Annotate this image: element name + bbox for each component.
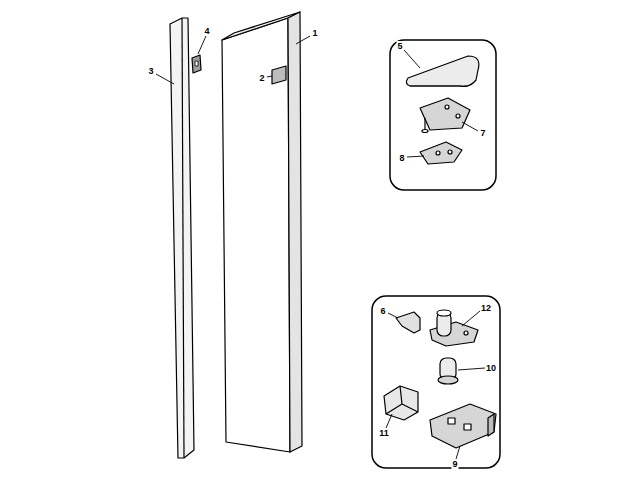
bottom-hinge-plate (430, 404, 496, 448)
leader-line (404, 50, 420, 68)
leader-line (267, 76, 272, 77)
callout-number: 12 (480, 303, 492, 313)
leader-line (462, 122, 478, 131)
leader-line (388, 313, 398, 318)
callout-number: 10 (485, 363, 497, 373)
leader-line (458, 368, 485, 370)
pin-bushing-base (438, 376, 458, 384)
door-side (288, 12, 302, 452)
hinge-cover (406, 56, 478, 86)
callout-number: 11 (378, 428, 390, 438)
bottom-hinge-slot (464, 424, 471, 430)
leader-line (386, 414, 392, 428)
hinge-pin (424, 118, 425, 130)
hinge-bracket-hole (464, 331, 468, 335)
leader-line (456, 446, 460, 459)
leader-line (296, 36, 310, 44)
callout-number: 5 (396, 41, 403, 51)
callout-number: 3 (147, 66, 154, 76)
hinge-shim-hole (448, 150, 452, 154)
hinge-shim (420, 142, 462, 164)
callout-number: 7 (479, 128, 486, 138)
leader-line (462, 311, 480, 326)
leader-line (407, 156, 424, 157)
bottom-hinge-slot (448, 418, 455, 424)
hinge-cover-bottom-edge (386, 386, 418, 414)
hinge-cover-edge (410, 80, 476, 86)
hinge-box-top (390, 40, 496, 190)
hinge-pin-end (422, 130, 428, 133)
callout-number: 8 (398, 153, 405, 163)
hinge-bushing-top (437, 310, 451, 316)
callout-number: 4 (203, 26, 210, 36)
small-bracket-hole (195, 61, 198, 66)
hinge-plate-hole (456, 114, 460, 118)
callout-number: 9 (451, 459, 458, 469)
small-bracket (192, 55, 201, 73)
leader-line (198, 36, 206, 54)
leader-line (156, 74, 174, 84)
clip (396, 312, 420, 333)
hinge-box-bottom (372, 296, 500, 468)
hinge-plate-hole (445, 105, 449, 109)
callout-number: 2 (258, 73, 265, 83)
door-badge (272, 66, 286, 84)
hinge-plate (420, 98, 470, 130)
hinge-cover-bottom (384, 386, 418, 420)
door-front (222, 18, 290, 452)
trim-strip-edge (182, 18, 184, 458)
bottom-hinge-flange (488, 414, 494, 436)
callout-number: 6 (379, 306, 386, 316)
hinge-shim-hole (436, 151, 440, 155)
callout-number: 1 (311, 28, 318, 38)
